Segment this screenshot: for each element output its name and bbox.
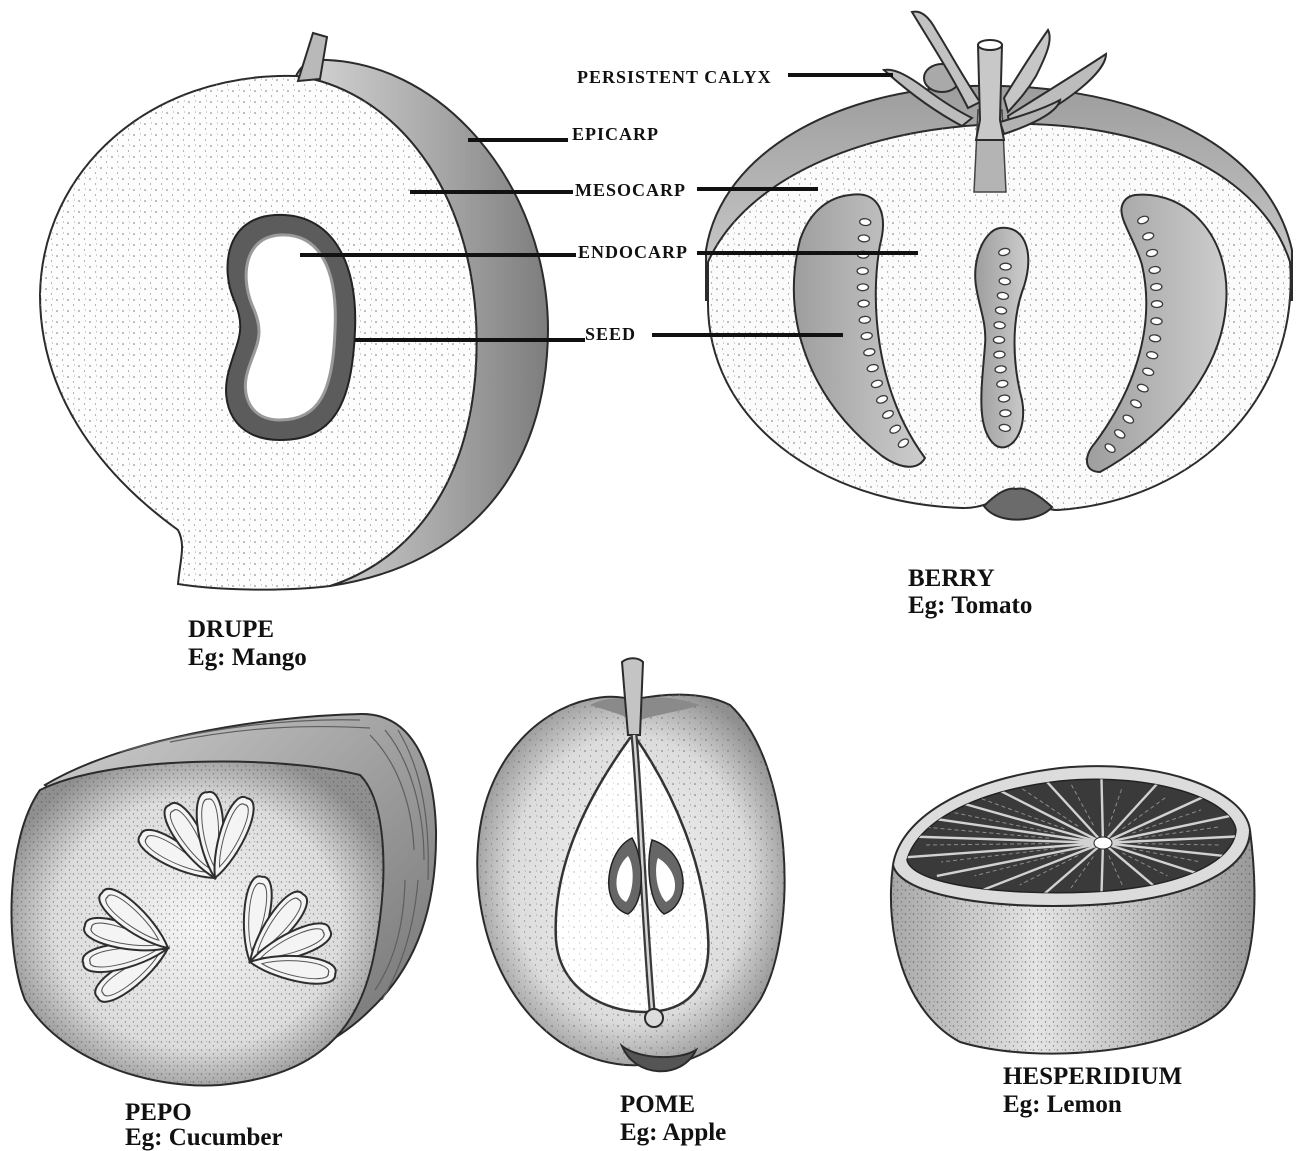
- berry-seed: [1000, 263, 1011, 270]
- hesperidium-segment-wall: [1101, 843, 1103, 897]
- drupe-illustration: [40, 33, 548, 590]
- hesperidium-segment-wall: [1101, 775, 1103, 843]
- caption-pome-type: POME: [620, 1091, 695, 1118]
- berry-seed: [1000, 410, 1011, 417]
- caption-pepo-example: Eg: Cucumber: [125, 1124, 283, 1151]
- berry-seed: [995, 365, 1007, 373]
- pepo-illustration: [11, 714, 436, 1086]
- label-endocarp: ENDOCARP: [578, 242, 688, 262]
- caption-berry-example: Eg: Tomato: [908, 592, 1032, 619]
- berry-seed: [993, 336, 1004, 343]
- caption-pome-example: Eg: Apple: [620, 1119, 726, 1146]
- berry-seed: [858, 300, 870, 307]
- berry-seed: [859, 218, 871, 226]
- drupe-seed: [245, 235, 335, 420]
- caption-pepo-type: PEPO: [125, 1099, 192, 1126]
- berry-seed: [858, 235, 870, 243]
- caption-drupe-type: DRUPE: [188, 616, 274, 643]
- berry-illustration: [706, 12, 1292, 520]
- label-seed: SEED: [585, 324, 636, 344]
- berry-seed: [994, 321, 1006, 329]
- caption-hesperidium-type: HESPERIDIUM: [1003, 1063, 1182, 1090]
- berry-seed: [999, 277, 1011, 285]
- berry-seed: [1151, 317, 1163, 324]
- pome-illustration: [477, 658, 784, 1071]
- hesperidium-illustration: [891, 766, 1255, 1053]
- berry-seed: [857, 284, 868, 291]
- caption-hesperidium-example: Eg: Lemon: [1003, 1091, 1122, 1118]
- pome-base-knob: [645, 1009, 663, 1027]
- berry-seed: [994, 351, 1006, 358]
- berry-seed: [1150, 283, 1162, 291]
- label-epicarp: EPICARP: [572, 124, 659, 144]
- caption-drupe-example: Eg: Mango: [188, 644, 307, 671]
- caption-berry-type: BERRY: [908, 565, 995, 592]
- calyx-stem: [976, 45, 1004, 140]
- label-mesocarp: MESOCARP: [575, 180, 686, 200]
- berry-seed: [859, 316, 871, 324]
- stem-opening: [978, 40, 1002, 50]
- berry-seed: [1151, 301, 1162, 308]
- hesperidium-center: [1094, 837, 1112, 849]
- label-persistent-calyx: PERSISTENT CALYX: [577, 67, 772, 87]
- berry-seed: [857, 268, 868, 275]
